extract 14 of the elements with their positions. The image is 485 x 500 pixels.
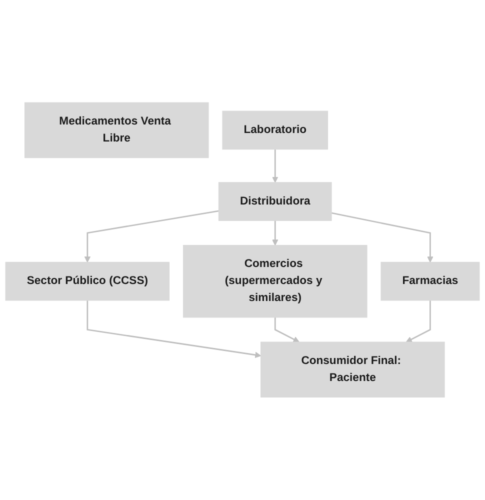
arrow — [86, 300, 262, 358]
node-box: Farmacias — [380, 262, 480, 301]
arrow — [406, 300, 431, 342]
node-box: Sector Público (CCSS) — [5, 262, 170, 301]
arrow — [272, 149, 278, 183]
node-box: Consumidor Final: Paciente — [260, 342, 445, 398]
node-box: Medicamentos Venta Libre — [24, 102, 209, 158]
arrow — [84, 210, 219, 263]
node-box: Comercios (supermercados y similares) — [182, 245, 368, 318]
node-box: Laboratorio — [222, 110, 328, 150]
arrow — [331, 212, 434, 263]
arrow — [274, 317, 300, 342]
node-box: Distribuidora — [218, 182, 332, 222]
arrow — [272, 220, 278, 246]
